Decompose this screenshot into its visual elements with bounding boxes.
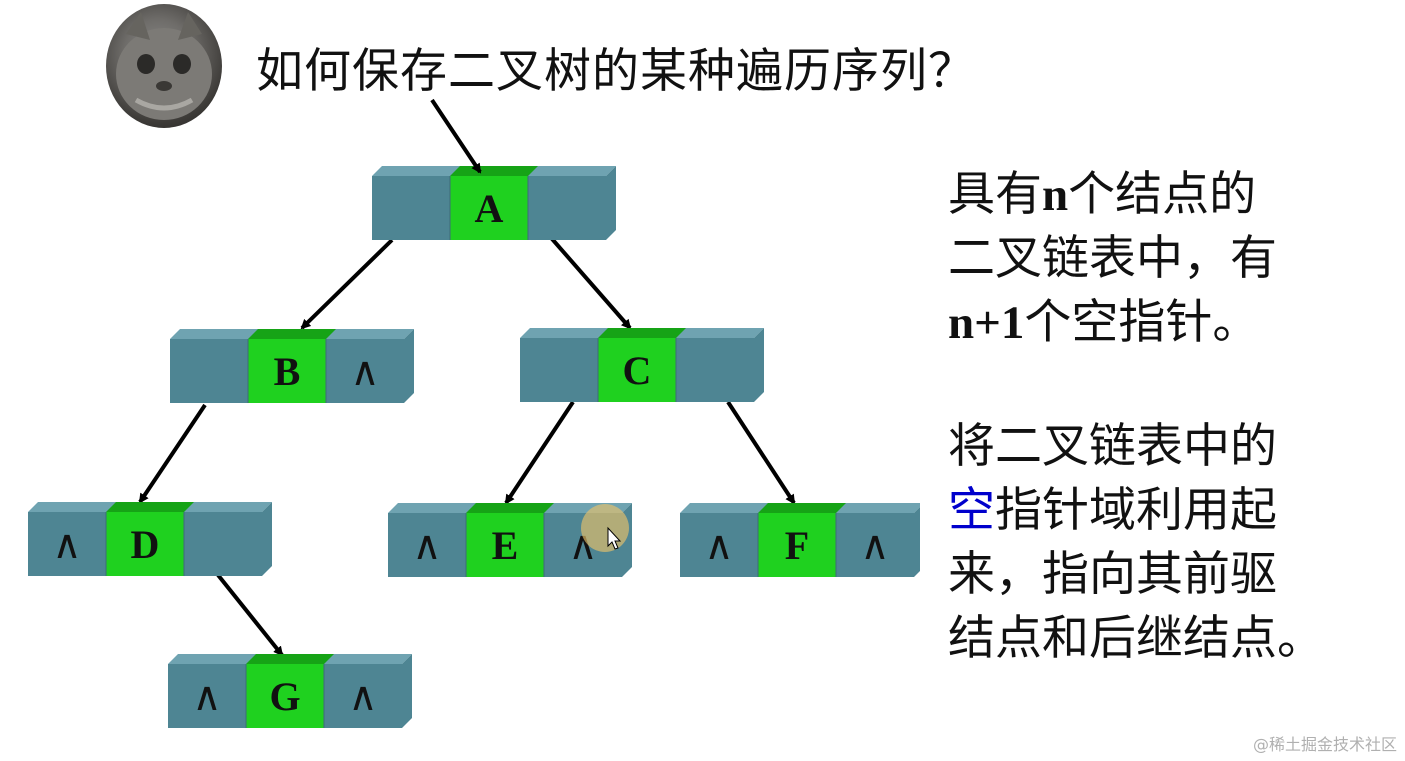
page-title: 如何保存二叉树的某种遍历序列？ xyxy=(256,44,976,99)
edge-d-g xyxy=(216,573,284,657)
cat-avatar-icon xyxy=(116,12,212,120)
node-label-d: D xyxy=(131,522,160,567)
side-text-1-line3-post: 个空指针。 xyxy=(1024,295,1260,350)
threading-explanation: 将二叉链表中的 空指针域利用起 来，指向其前驱 结点和后继结点。 xyxy=(948,415,1368,671)
side-text-1-n-plus-1: n+1 xyxy=(948,297,1025,349)
binary-tree-diagram: AB∧CD∧E∧∧F∧∧G∧∧ xyxy=(28,98,920,728)
right-pointer-cell xyxy=(836,513,914,577)
right-pointer-cell xyxy=(324,664,402,728)
data-cell-top xyxy=(450,166,538,176)
node-label-c: C xyxy=(623,348,652,393)
node-label-e: E xyxy=(492,523,519,568)
tree-node-f: F ∧ ∧ xyxy=(680,503,920,577)
watermark: @稀土掘金技术社区 xyxy=(1252,735,1397,754)
null-pointer-left: ∧ xyxy=(192,674,221,720)
data-cell xyxy=(450,176,528,240)
mouse-cursor-icon xyxy=(607,526,622,550)
side-text-1-line2: 二叉链表中，有 xyxy=(948,231,1277,286)
node-right-face xyxy=(754,328,764,402)
edge-c-e xyxy=(504,400,575,505)
title-pointer-arrow xyxy=(430,98,482,174)
left-pointer-cell xyxy=(168,664,246,728)
cursor-highlight xyxy=(581,504,629,552)
node-right-face xyxy=(606,166,616,240)
data-cell xyxy=(106,512,184,576)
tree-node-a: A xyxy=(372,166,616,240)
data-cell-top xyxy=(106,502,194,512)
node-right-face xyxy=(914,507,920,577)
avatar xyxy=(106,4,222,128)
null-pointer-right: ∧ xyxy=(860,523,889,569)
node-label-a: A xyxy=(475,186,504,231)
null-pointer-right: ∧ xyxy=(348,674,377,720)
right-pointer-cell xyxy=(326,339,404,403)
edge-a-b xyxy=(300,238,394,330)
tree-node-c: C xyxy=(520,328,764,402)
edge-c-f xyxy=(726,400,796,505)
edge-a-c xyxy=(544,230,632,330)
data-cell xyxy=(758,513,836,577)
left-pointer-cell xyxy=(388,513,466,577)
tree-node-b: B∧ xyxy=(170,329,414,403)
data-cell-top xyxy=(466,503,554,513)
node-right-face xyxy=(402,654,412,728)
left-pointer-cell xyxy=(28,512,106,576)
side-text-2-blue-word: 空 xyxy=(948,483,995,538)
node-label-g: G xyxy=(269,674,300,719)
node-right-face xyxy=(404,329,414,403)
null-pointer-fact: 具有n个结点的 二叉链表中，有 n+1个空指针。 xyxy=(948,163,1368,355)
left-pointer-cell xyxy=(372,176,450,240)
side-text-2-line2-rest: 指针域利用起 xyxy=(995,483,1277,538)
edge-b-d xyxy=(138,403,207,504)
data-cell-top xyxy=(758,503,846,513)
tree-node-g: G ∧ ∧ xyxy=(168,654,412,728)
null-pointer-right: ∧ xyxy=(350,349,379,395)
side-text-1-line1-post: 个结点的 xyxy=(1068,167,1257,222)
side-text-1-line1-pre: 具有 xyxy=(948,167,1042,222)
data-cell xyxy=(248,339,326,403)
right-pointer-cell xyxy=(676,338,754,402)
node-label-f: F xyxy=(785,523,809,568)
left-pointer-cell xyxy=(680,513,758,577)
data-cell xyxy=(246,664,324,728)
left-pointer-cell xyxy=(170,339,248,403)
data-cell-top xyxy=(598,328,686,338)
node-label-b: B xyxy=(274,349,301,394)
data-cell xyxy=(598,338,676,402)
right-pointer-cell xyxy=(184,512,262,576)
tree-node-d: D∧ xyxy=(28,502,272,576)
null-pointer-left: ∧ xyxy=(52,522,81,568)
side-text-1-n: n xyxy=(1042,169,1069,221)
null-pointer-left: ∧ xyxy=(412,523,441,569)
null-pointer-left: ∧ xyxy=(704,523,733,569)
side-text-2-line4: 结点和后继结点。 xyxy=(948,611,1324,666)
left-pointer-cell xyxy=(520,338,598,402)
side-text-2-line3: 来，指向其前驱 xyxy=(948,547,1277,602)
data-cell-top xyxy=(246,654,334,664)
node-right-face xyxy=(262,502,272,576)
data-cell xyxy=(466,513,544,577)
data-cell-top xyxy=(248,329,336,339)
right-pointer-cell xyxy=(528,176,606,240)
side-text-2-line1: 将二叉链表中的 xyxy=(948,419,1277,474)
